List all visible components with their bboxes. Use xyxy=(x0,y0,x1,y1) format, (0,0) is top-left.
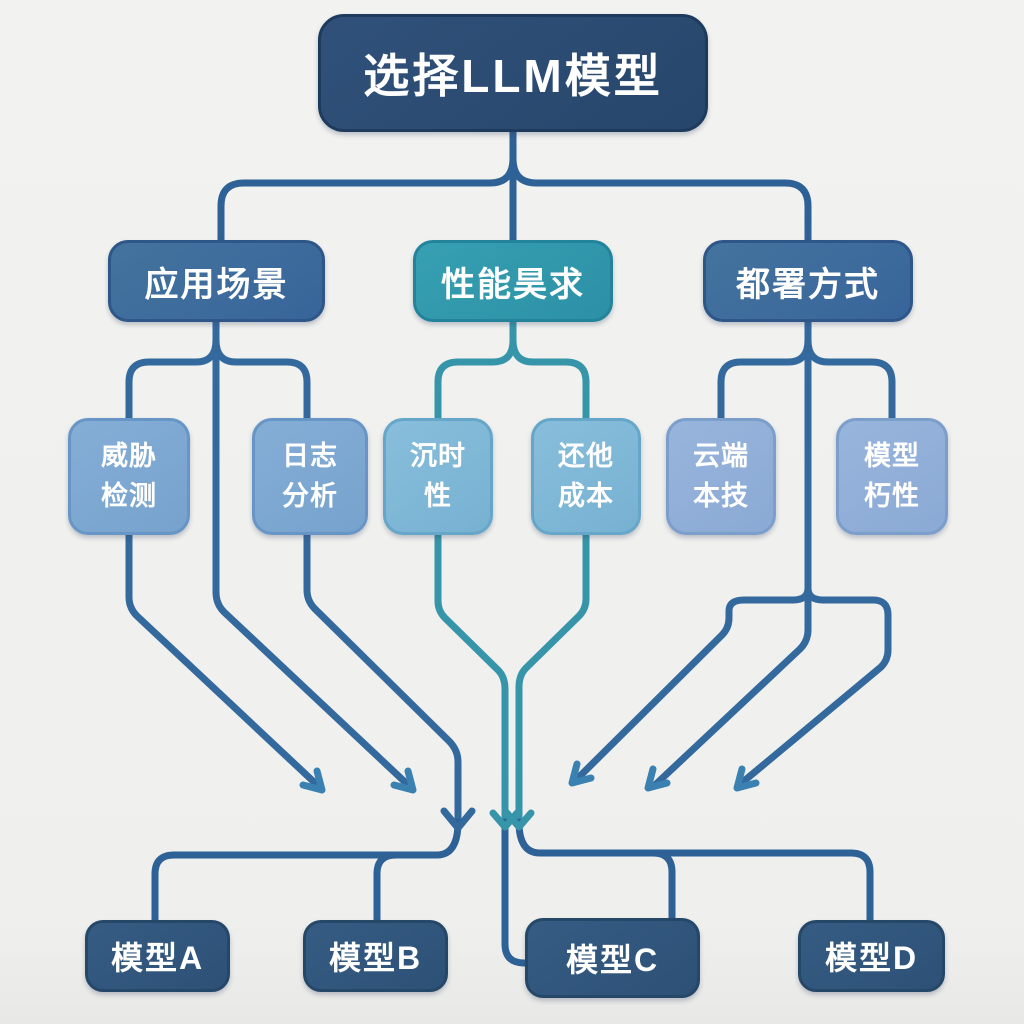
node-model-label: 模型C xyxy=(565,942,660,978)
node-leaf-label: 云端 本技 xyxy=(693,441,749,511)
node-category-deployment: 都署方式 xyxy=(703,240,913,322)
edge-application-subtree xyxy=(125,318,462,830)
node-model-label: 模型B xyxy=(328,940,423,976)
edge-deployment-subtree xyxy=(575,318,896,789)
node-leaf-cloud-local: 云端 本技 xyxy=(666,418,776,535)
arrow-down-icon xyxy=(440,807,476,832)
edge-root-split xyxy=(217,128,812,244)
node-category-application: 应用场景 xyxy=(108,240,325,322)
node-leaf-label: 模型 朽性 xyxy=(864,441,920,511)
node-model-a: 模型A xyxy=(85,920,230,992)
edge-bottom-tree xyxy=(151,818,874,967)
arrow-down-right-icon xyxy=(299,767,326,794)
node-category-performance: 性能昊求 xyxy=(413,240,613,322)
arrow-down-left-icon xyxy=(733,765,760,792)
node-model-label: 模型D xyxy=(824,940,919,976)
node-leaf-model-traits: 模型 朽性 xyxy=(836,418,948,535)
node-root: 选择LLM模型 xyxy=(318,14,708,132)
arrowheads xyxy=(299,760,760,794)
arrow-down-right-icon xyxy=(390,767,417,794)
node-model-label: 模型A xyxy=(110,940,205,976)
node-leaf-cost: 还他 成本 xyxy=(531,418,641,535)
node-model-c: 模型C xyxy=(525,918,700,998)
node-leaf-label: 日志 分析 xyxy=(282,441,338,511)
node-leaf-label: 还他 成本 xyxy=(558,441,614,511)
node-model-d: 模型D xyxy=(798,920,945,992)
node-category-label: 应用场景 xyxy=(144,265,289,304)
arrow-down-icon xyxy=(503,809,535,831)
node-category-label: 都署方式 xyxy=(736,265,880,304)
node-leaf-label: 沉时 性 xyxy=(410,441,466,511)
edge-performance-subtree xyxy=(434,318,590,830)
converge-arrowheads xyxy=(440,807,535,832)
node-leaf-realtime: 沉时 性 xyxy=(383,418,493,535)
node-leaf-threat-detection: 威胁 检测 xyxy=(68,418,190,535)
node-root-label: 选择LLM模型 xyxy=(363,50,663,102)
node-category-label: 性能昊求 xyxy=(441,265,585,304)
node-leaf-label: 威胁 检测 xyxy=(101,441,157,511)
node-leaf-log-analysis: 日志 分析 xyxy=(252,418,368,535)
arrow-down-left-icon xyxy=(644,765,671,792)
arrow-down-left-icon xyxy=(568,760,595,787)
node-model-b: 模型B xyxy=(303,920,448,992)
